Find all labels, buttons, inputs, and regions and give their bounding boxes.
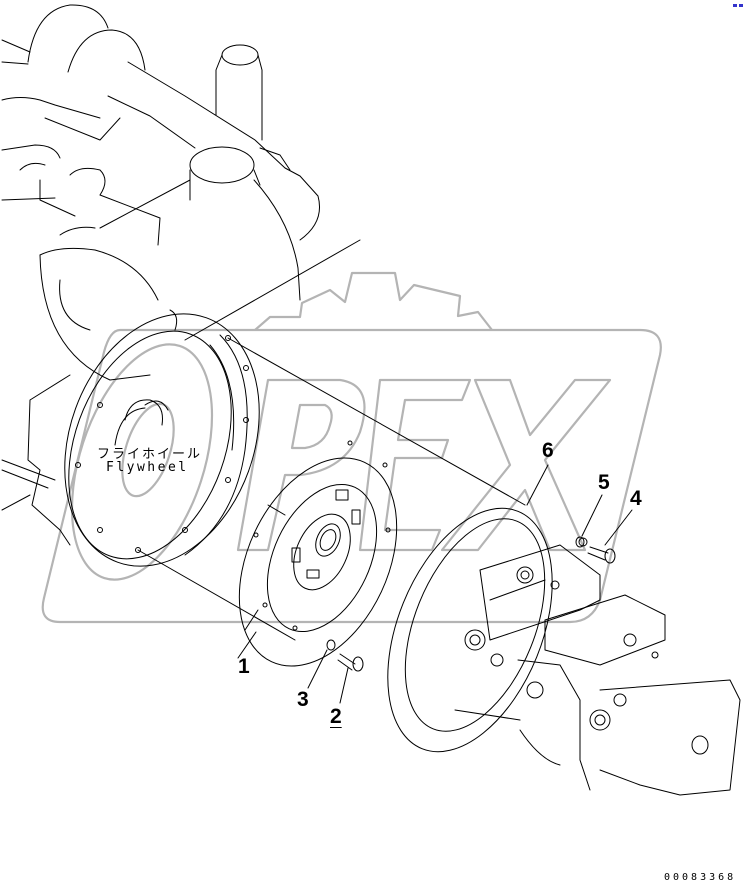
callout-4[interactable]: 4 [630, 487, 642, 510]
callout-2[interactable]: 2 [330, 705, 342, 728]
drawing-number: 00083368 [664, 872, 737, 883]
corner-mark-icon [733, 4, 743, 7]
washer-5-drawing [575, 536, 585, 548]
hydraulic-pump-drawing [387, 507, 741, 796]
bolt-2-drawing [337, 653, 364, 672]
callout-1[interactable]: 1 [238, 655, 250, 678]
callout-6[interactable]: 6 [542, 439, 554, 462]
flywheel-housing-drawing [64, 313, 526, 641]
bolt-4-drawing [587, 546, 616, 564]
washer-3-drawing [326, 639, 336, 651]
callout-leaders [237, 464, 633, 704]
callout-5[interactable]: 5 [598, 471, 610, 494]
callout-3[interactable]: 3 [297, 688, 309, 711]
damper-disc-drawing [238, 440, 398, 667]
flywheel-label-japanese: フライホイール [97, 447, 203, 462]
flywheel-label-english: Flywheel [106, 460, 189, 475]
engine-block-drawing [1, 4, 361, 546]
